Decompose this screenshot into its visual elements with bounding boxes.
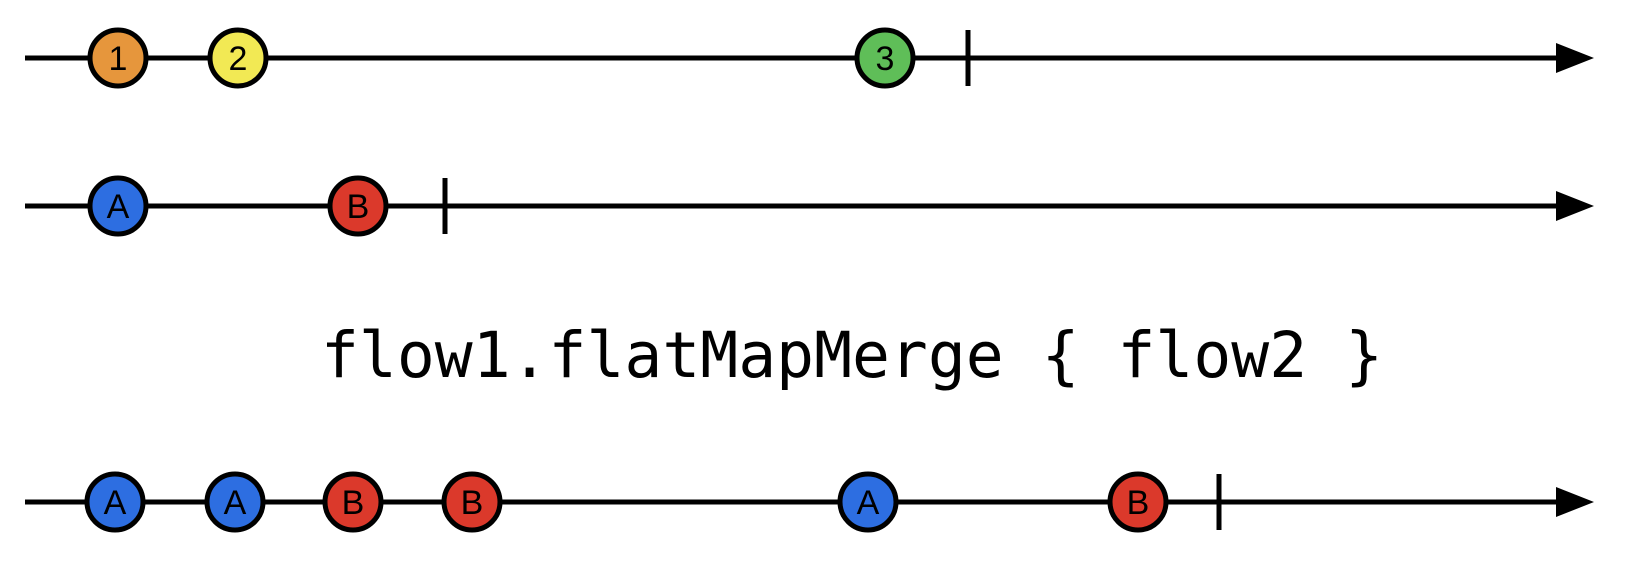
marble-result-4: A	[837, 471, 899, 533]
marble-label: A	[224, 484, 247, 522]
marble-circle-B	[441, 471, 503, 533]
timeline-arrowhead	[1556, 43, 1594, 73]
marble-label: 2	[229, 40, 248, 78]
marble-label: B	[461, 484, 484, 522]
marble-circle-B	[327, 175, 389, 237]
marble-flow1-2: 3	[854, 27, 916, 89]
marble-circle-A	[84, 471, 146, 533]
marble-flow1-0: 1	[87, 27, 149, 89]
marble-flow2-0: A	[87, 175, 149, 237]
marble-result-5: B	[1107, 471, 1169, 533]
marble-circle-1	[87, 27, 149, 89]
marble-label: B	[1127, 484, 1150, 522]
marble-flow1-1: 2	[207, 27, 269, 89]
marble-circle-A	[87, 175, 149, 237]
marble-circle-A	[837, 471, 899, 533]
code-label: flow1.flatMapMerge { flow2 }	[321, 319, 1383, 392]
marble-circle-2	[207, 27, 269, 89]
timeline-arrowhead	[1556, 191, 1594, 221]
marble-result-2: B	[322, 471, 384, 533]
marble-label: B	[347, 188, 370, 226]
marble-label: 1	[109, 40, 128, 78]
marble-circle-B	[322, 471, 384, 533]
timeline-arrowhead	[1556, 487, 1594, 517]
marble-label: A	[857, 484, 880, 522]
marble-circle-B	[1107, 471, 1169, 533]
timeline-flow1: 1 2 3	[25, 27, 1594, 89]
marble-label: 3	[876, 40, 895, 78]
marble-circle-A	[204, 471, 266, 533]
marble-result-0: A	[84, 471, 146, 533]
marble-label: A	[104, 484, 127, 522]
marble-result-3: B	[441, 471, 503, 533]
marble-label: B	[342, 484, 365, 522]
marble-result-1: A	[204, 471, 266, 533]
marble-circle-3	[854, 27, 916, 89]
marble-label: A	[107, 188, 130, 226]
marble-flow2-1: B	[327, 175, 389, 237]
